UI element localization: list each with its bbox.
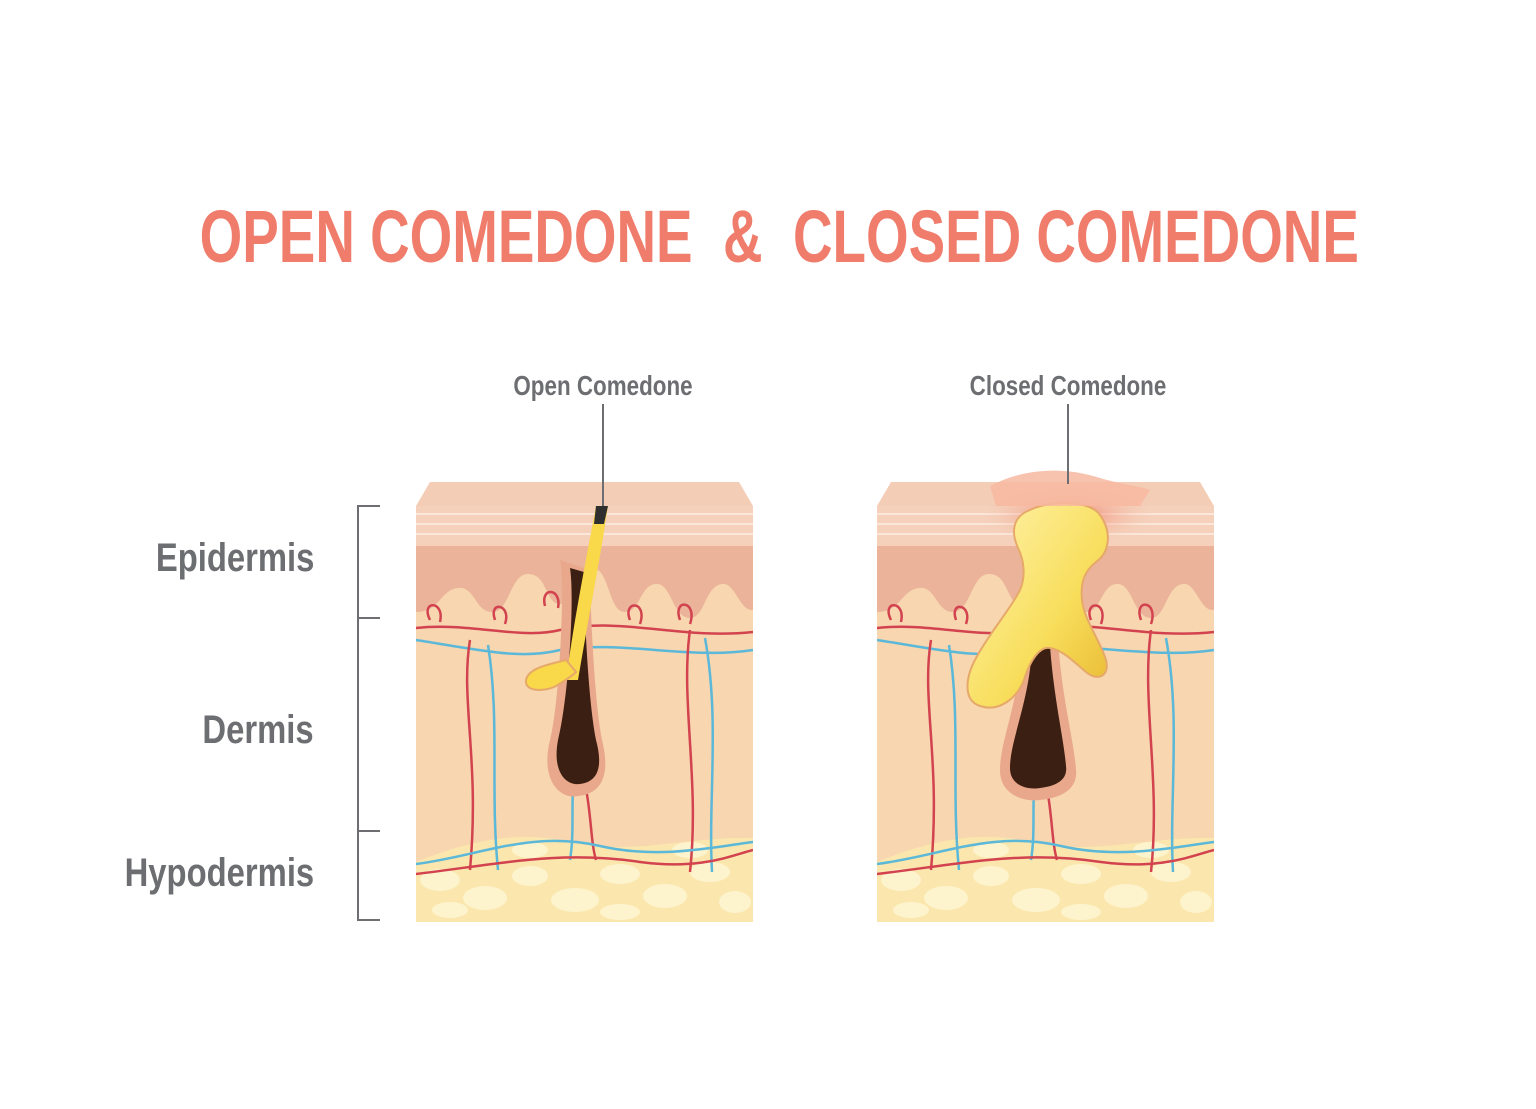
dermis-label: Dermis (202, 708, 314, 752)
diagram-title: OPEN COMEDONE & CLOSED COMEDONE (199, 195, 1359, 278)
layer-bracket (357, 505, 380, 921)
open-comedone-skin-block (416, 482, 753, 922)
hypodermis-label: Hypodermis (124, 851, 314, 895)
closed-comedone-skin-block (877, 470, 1214, 922)
closed-comedone-label: Closed Comedone (969, 370, 1167, 401)
open-comedone-label: Open Comedone (513, 370, 693, 401)
epidermis-label: Epidermis (155, 536, 314, 580)
callout-lines (602, 404, 1069, 506)
